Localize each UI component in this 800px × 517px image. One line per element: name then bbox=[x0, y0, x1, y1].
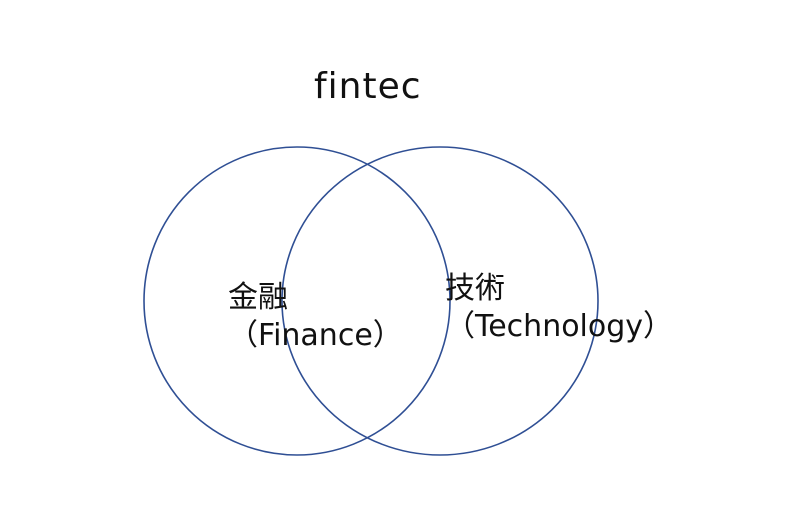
technology-label-ja: 技術 bbox=[445, 271, 505, 306]
diagram-title: fintec bbox=[314, 66, 422, 107]
technology-label: 技術 （Technology） bbox=[445, 270, 673, 346]
finance-label: 金融 （Finance） bbox=[228, 279, 403, 355]
finance-label-ja: 金融 bbox=[228, 280, 288, 315]
technology-label-en: （Technology） bbox=[445, 309, 674, 344]
finance-label-en: （Finance） bbox=[228, 318, 403, 353]
technology-circle bbox=[281, 146, 599, 456]
finance-circle bbox=[143, 146, 451, 456]
